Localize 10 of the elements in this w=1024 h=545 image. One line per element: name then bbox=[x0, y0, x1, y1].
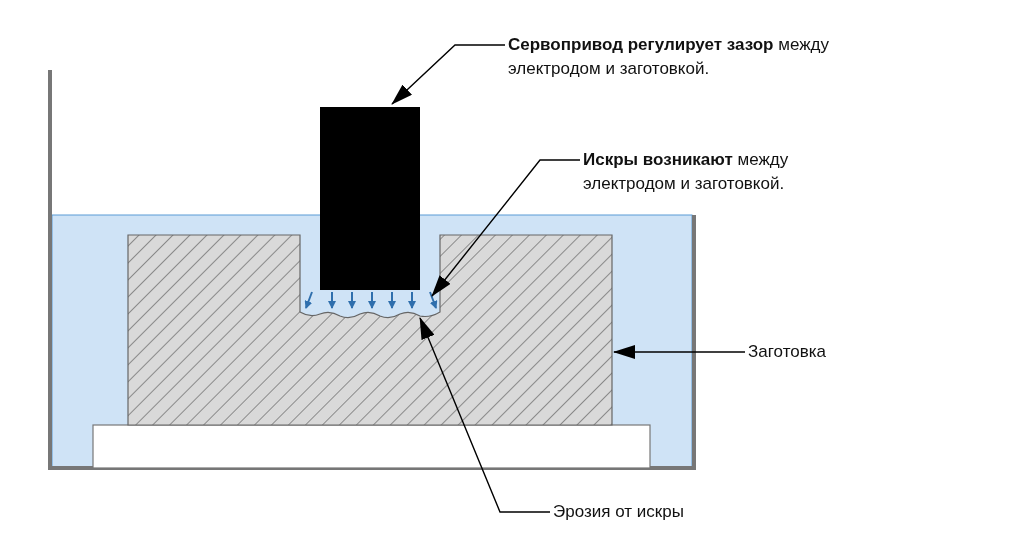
leader-line bbox=[391, 44, 506, 105]
leader-line bbox=[613, 345, 746, 359]
callout-text: Заготовка bbox=[748, 340, 868, 364]
leader-line bbox=[419, 317, 551, 513]
callout-text: Искры возникают между электродом и заготовкой. bbox=[583, 148, 883, 196]
leader-line bbox=[431, 159, 581, 297]
callout-text: Сервопривод регулирует зазор между электродом и заготовкой. bbox=[508, 33, 858, 81]
callout-text: Эрозия от искры bbox=[553, 500, 733, 524]
electrode-block bbox=[320, 107, 420, 290]
workpiece-block bbox=[127, 234, 613, 426]
